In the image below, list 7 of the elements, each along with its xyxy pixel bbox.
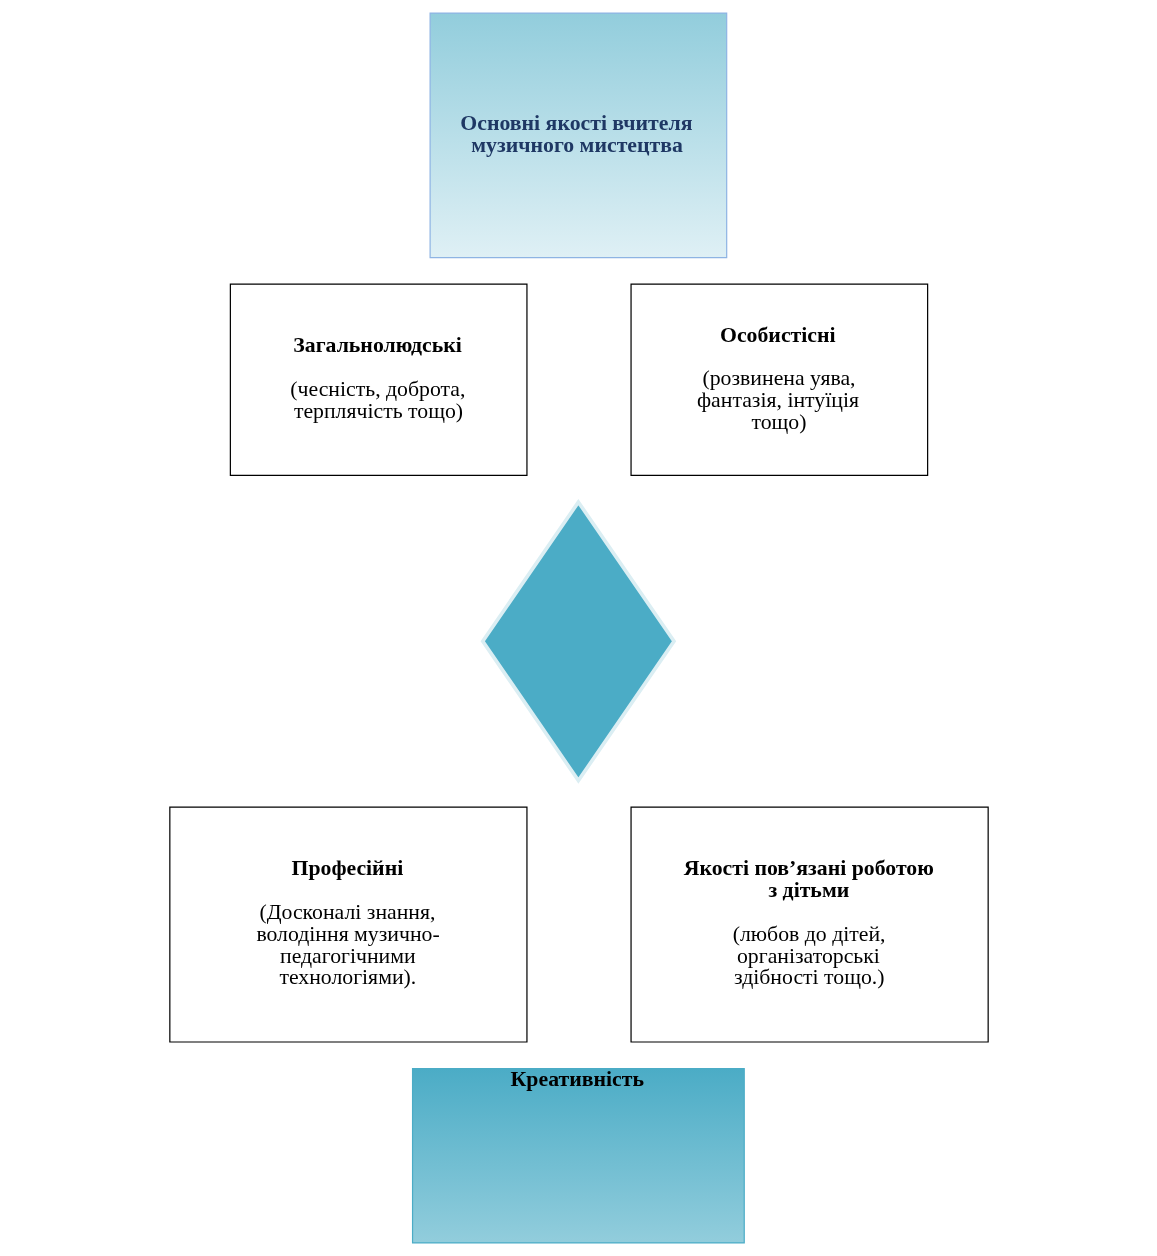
node-box: Загальнолюдські (чесність, доброта, терплячість тощо) xyxy=(229,283,528,477)
node-arrow xyxy=(480,498,676,784)
node-box: Креативність xyxy=(411,1068,745,1244)
node-box: Професійні (Досконалі знання, володіння музично-педагогічними технологіями). xyxy=(168,806,528,1043)
node-box: Основні якості вчителя музичного мистецтва xyxy=(429,12,727,259)
node-box: Особистісні (розвинена уява, фантазія, інтуїція тощо) xyxy=(629,283,928,477)
node-box: Якості пов’язані роботою з дітьми (любов до дітей, організаторські здібності тощо.) xyxy=(629,806,989,1043)
